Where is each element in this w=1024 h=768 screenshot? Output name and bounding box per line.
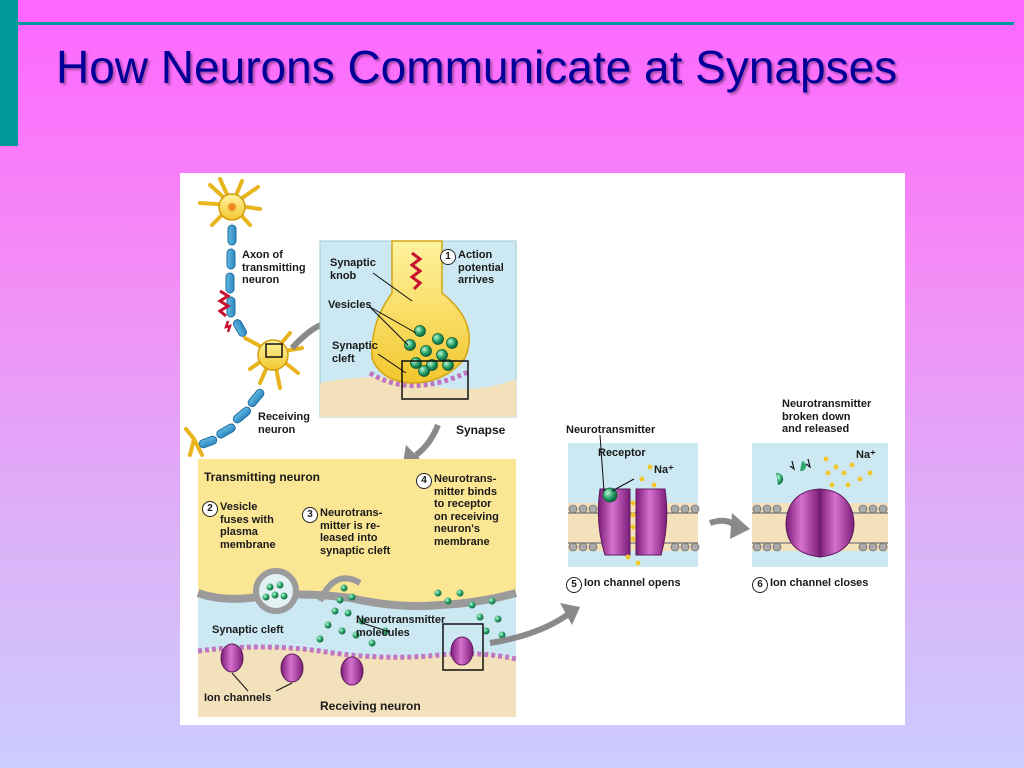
ion-channels-label: Ion channels — [204, 692, 272, 704]
neuron-overview — [184, 177, 343, 457]
slide-title: How Neurons Communicate at Synapses — [56, 41, 898, 93]
na-label-open: Na⁺ — [654, 464, 674, 476]
diagram-artwork — [184, 177, 888, 717]
step-5-text: Ion channel opens — [584, 577, 681, 589]
step-2: 2 Vesicle fuses with plasma membrane — [202, 501, 276, 551]
synapse-detail — [196, 459, 580, 717]
step-1-number: 1 — [440, 249, 456, 265]
step-1-text: Action potential arrives — [458, 249, 504, 286]
receiving-neuron-bottom-label: Receiving neuron — [320, 699, 421, 713]
step-4: 4 Neurotrans- mitter binds to receptor o… — [416, 473, 499, 548]
synapse-diagram: Axon of transmitting neuron Receiving ne… — [180, 173, 905, 725]
synapse-closeup — [319, 240, 517, 469]
receptor-label: Receptor — [598, 447, 646, 459]
synaptic-cleft-bottom-label: Synaptic cleft — [212, 624, 284, 636]
nt-broken-down-label: Neurotransmitter broken down and release… — [782, 398, 872, 435]
accent-bar — [0, 0, 18, 146]
step-3: 3 Neurotrans- mitter is re- leased into … — [302, 507, 390, 557]
step-4-text: Neurotrans- mitter binds to receptor on … — [434, 473, 499, 548]
step-3-number: 3 — [302, 507, 318, 523]
step-4-number: 4 — [416, 473, 432, 489]
vesicles-label: Vesicles — [328, 299, 372, 311]
accent-line — [18, 22, 1014, 25]
transmitting-neuron-label: Transmitting neuron — [204, 470, 321, 484]
step-3-text: Neurotrans- mitter is re- leased into sy… — [320, 507, 391, 557]
axon-label: Axon of transmitting neuron — [242, 249, 306, 286]
step-5-number: 5 — [566, 577, 582, 593]
step-6-text: Ion channel closes — [770, 577, 869, 589]
step-5: 5 Ion channel opens — [566, 577, 681, 593]
step-2-number: 2 — [202, 501, 218, 517]
nt-molecules-label: Neurotransmitter molecules — [356, 614, 446, 639]
neurotransmitter-label: Neurotransmitter — [566, 424, 656, 436]
receiving-neuron-label: Receiving neuron — [258, 411, 310, 436]
synaptic-knob-label: Synaptic knob — [330, 257, 376, 282]
step-6-number: 6 — [752, 577, 768, 593]
synapse-label: Synapse — [456, 423, 506, 437]
channel-closed-panel — [752, 443, 888, 567]
synaptic-cleft-top-label: Synaptic cleft — [332, 340, 378, 365]
na-label-closed: Na⁺ — [856, 449, 876, 461]
channel-open-panel — [568, 434, 750, 567]
step-1: 1 Action potential arrives — [440, 249, 504, 287]
step-6: 6 Ion channel closes — [752, 577, 868, 593]
step-2-text: Vesicle fuses with plasma membrane — [220, 501, 276, 551]
